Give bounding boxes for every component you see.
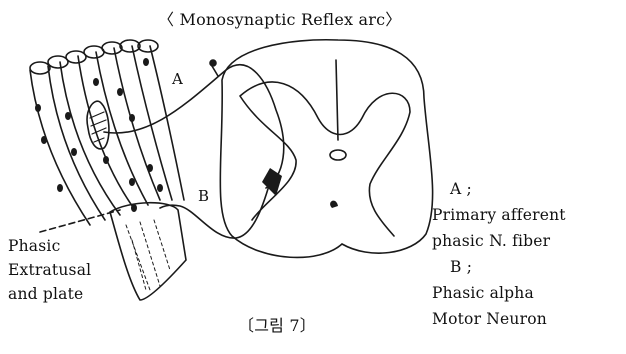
central-canal xyxy=(330,150,346,160)
legend-b-line-1: Phasic alpha xyxy=(432,280,566,306)
efferent-fiber-b xyxy=(160,182,270,238)
legend-b-key: B ; xyxy=(432,254,566,280)
legend-b-line-2: Motor Neuron xyxy=(432,306,566,332)
legend: A ; Primary afferent phasic N. fiber B ;… xyxy=(432,176,566,332)
muscle-spindle xyxy=(87,101,109,149)
label-a: A xyxy=(172,70,183,88)
legend-a-key: A ; xyxy=(432,176,566,202)
legend-a-line-1: Primary afferent xyxy=(432,202,566,228)
phasic-line-2: Extratusal xyxy=(8,258,91,282)
muscle-nuclei xyxy=(35,58,163,212)
phasic-end-plate-label: Phasic Extratusal and plate xyxy=(8,234,91,306)
tendon xyxy=(110,203,186,300)
legend-a-line-2: phasic N. fiber xyxy=(432,228,566,254)
label-b: B xyxy=(198,187,209,205)
gray-matter xyxy=(240,82,410,236)
figure-caption: 〔그림 7〕 xyxy=(238,312,316,336)
phasic-line-3: and plate xyxy=(8,282,91,306)
phasic-line-1: Phasic xyxy=(8,234,91,258)
